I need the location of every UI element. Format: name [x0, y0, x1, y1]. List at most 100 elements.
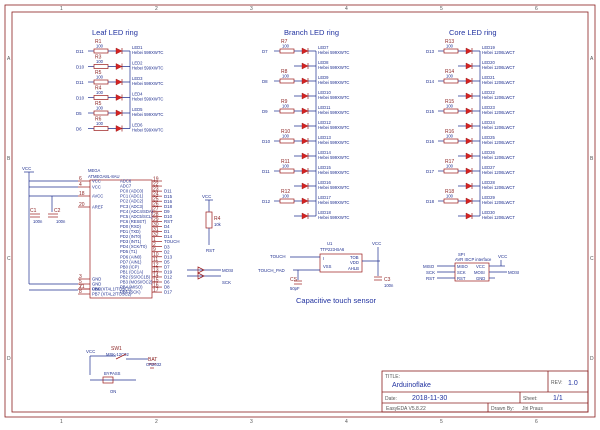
led-ref: LED15 [318, 165, 331, 170]
led-ref: LED4 [132, 92, 143, 97]
tb-drawn: Jiri Praus [522, 406, 543, 412]
touch-pin-vdd: VDD [350, 260, 359, 265]
grid-row-label: B [7, 156, 11, 162]
touch-vcc: VCC [372, 241, 381, 246]
mcu-pin-number: 9 [153, 247, 156, 253]
led-ref: LED18 [318, 210, 331, 215]
diode-net-sck: SCK [222, 280, 231, 285]
mcu-ref: MEGA [88, 168, 101, 173]
grid-col-label: 5 [440, 6, 443, 12]
led-symbol [115, 63, 123, 70]
diode-pair: MOSI SCK [187, 266, 233, 285]
cs-ref: CS [290, 277, 298, 283]
led-part: Hebei 599XWTC [318, 185, 349, 190]
mcu-pin-name: GND [92, 287, 101, 292]
mcu-pin-name: GND [92, 282, 101, 287]
mcu-pin-name: PB1 (OC1A) [120, 269, 144, 274]
led-ref: LED8 [318, 60, 329, 65]
grid-row-label: A [590, 56, 594, 62]
spi-net-vcc: VCC [498, 254, 507, 259]
led-net-label: D16 [426, 139, 435, 144]
grid-col-label: 4 [345, 6, 348, 12]
title-block: TITLE: Arduinoflake REV: 1.0 Date: 2018-… [381, 370, 589, 413]
led-symbol [301, 62, 309, 70]
led-ref: LED22 [482, 90, 495, 95]
led-ref: LED9 [318, 75, 329, 80]
mcu-pin-net: D8 [164, 285, 170, 290]
mcu-pin-name: PB4 (MISO) [120, 285, 143, 290]
mcu-pin-net: D5 [164, 259, 170, 264]
touch-sensor-block: U1 TTP223-BA6 I VSS TOB VDD AHLB TOUCH T… [258, 241, 394, 305]
grid-col-label: 1 [60, 6, 63, 12]
resistor-value: 100 [446, 44, 454, 49]
mcu-pin-name: PD6 (AIN0) [120, 254, 142, 259]
resistor-ref: R8 [281, 69, 288, 75]
mcu-pin-net: D4 [164, 224, 170, 229]
grid-col-label: 6 [535, 6, 538, 12]
mcu-pin-name: ADC7 [120, 184, 132, 189]
diode-net-mosi: MOSI [222, 268, 233, 273]
power-decoupling: VCC C1 100n C2 100n [22, 166, 78, 291]
led-ref: LED7 [318, 45, 329, 50]
resistor [93, 110, 109, 116]
touch-pin-vss: VSS [323, 264, 332, 269]
resistor-ref: R4 [95, 86, 102, 92]
led-symbol [301, 92, 309, 100]
led-net-label: D10 [76, 96, 85, 101]
led-symbol [465, 167, 473, 175]
mcu-pin-number: 2 [153, 242, 156, 248]
mcu-pin-name: ADC6 [120, 179, 132, 184]
mcu-pin-name: PB2 (SS/OC1B) [120, 274, 151, 279]
led-symbol [115, 94, 123, 101]
tb-rev-label: REV: [551, 380, 562, 386]
reset-res-value: 10k [214, 222, 222, 227]
mcu-pin-number: 14 [153, 272, 159, 278]
c3-value: 100n [384, 283, 394, 288]
led-symbol [301, 137, 309, 145]
mcu-pin-number: 11 [153, 257, 158, 263]
led-part: Hebei 599XWTC [132, 66, 163, 71]
led-part: Hebei 1206LWCT [482, 65, 515, 70]
resistor [93, 79, 109, 85]
grid-row-label: D [590, 356, 594, 362]
led-part: Hebei 599XWTC [132, 128, 163, 133]
mcu-part: ATMEGA8L-8AU [88, 174, 120, 179]
resistor-ref: R10 [281, 129, 290, 135]
title-touch-sensor: Capacitive touch sensor [296, 296, 377, 305]
led-symbol [301, 212, 309, 220]
resistor-ref: R14 [445, 69, 454, 75]
led-symbol [301, 107, 309, 115]
sheet-border [4, 4, 596, 418]
mcu-pin-name: PD1 (TXD) [120, 229, 141, 234]
led-net-label: D14 [426, 79, 435, 84]
resistor [443, 198, 459, 204]
resistor-ref: R13 [445, 39, 454, 45]
led-part: Hebei 599XWTC [132, 50, 163, 55]
spi-net-mosi: MOSI [508, 270, 519, 275]
mcu-pin-number: 23 [153, 187, 159, 193]
mcu-pin-number: 6 [79, 176, 82, 182]
led-ref: LED6 [132, 123, 143, 128]
led-symbol [115, 109, 123, 117]
vcc-label-left: VCC [22, 166, 31, 171]
mcu-pin-net: D10 [164, 214, 173, 219]
led-part: Hebei 1206LWCT [482, 80, 515, 85]
mcu-pin-name: PC6 (RESET) [120, 219, 147, 224]
resistor-value: 100 [282, 194, 290, 199]
reset-res-net: RST [206, 248, 215, 253]
mcu-pin-name: AVCC [92, 194, 103, 199]
mcu-pin-number: 19 [153, 176, 159, 182]
resistor-ref: R18 [445, 189, 454, 195]
mcu-pin-number: 30 [153, 222, 159, 228]
led-net-label: D12 [262, 199, 271, 204]
led-symbol [115, 78, 123, 86]
resistor-value: 100 [446, 134, 454, 139]
grid-col-label: 2 [155, 419, 158, 425]
touch-net-touch: TOUCH [270, 254, 286, 259]
grid-col-label: 5 [440, 419, 443, 425]
led-part: Hebei 599XWTC [318, 170, 349, 175]
tb-title-label: TITLE: [385, 374, 400, 380]
resistor [279, 108, 295, 114]
